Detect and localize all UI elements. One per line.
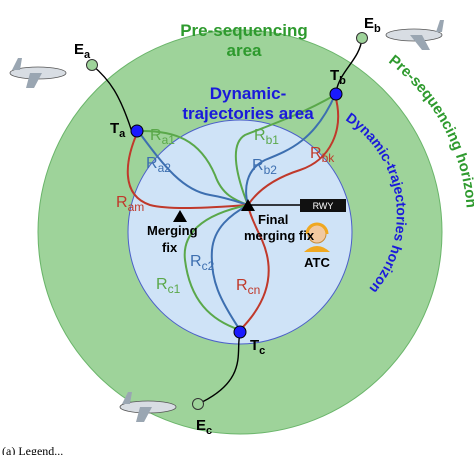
atc-label: ATC — [304, 255, 330, 270]
pre-sequencing-area-title-2: area — [227, 41, 263, 60]
route-c2 — [210, 204, 249, 331]
route-bk — [247, 94, 340, 206]
route-b2 — [245, 94, 336, 206]
transition-point-c — [233, 325, 247, 339]
entry-label-b: Eb — [364, 15, 381, 35]
runway-label: RWY — [313, 201, 334, 211]
transition-label-a: Ta — [110, 120, 126, 140]
runway — [300, 199, 346, 212]
dynamic-area-title: Dynamic- — [210, 84, 287, 103]
route-label-b2: Rb2 — [252, 157, 277, 177]
route-label-a1: Ra1 — [150, 127, 175, 147]
entry-point-b — [356, 32, 368, 44]
final-merging-fix-label-2: merging fix — [244, 228, 315, 243]
dynamic-trajectories-area — [127, 119, 353, 345]
route-cn — [239, 204, 270, 331]
route-a1 — [137, 129, 249, 206]
route-label-b1: Rb1 — [254, 127, 279, 147]
pre-sequencing-area-title: Pre-sequencing — [180, 21, 308, 40]
entry-link-c — [197, 333, 241, 405]
entry-point-c — [192, 398, 204, 410]
final-merging-fix-marker — [241, 199, 255, 211]
transition-label-b: Tb — [330, 67, 346, 87]
airplane-icon — [385, 20, 444, 50]
route-label-c2: Rc2 — [190, 253, 215, 273]
route-label-a2: Ra2 — [146, 155, 171, 175]
transition-label-c: Tc — [250, 337, 265, 357]
atc-icon — [304, 222, 330, 252]
entry-point-a — [86, 59, 98, 71]
airplane-icon — [119, 392, 177, 422]
route-label-bk: Rbk — [310, 145, 335, 165]
merging-fix-marker — [173, 210, 187, 222]
merging-fix-label: Merging — [147, 223, 198, 238]
dynamic-area-title-2: trajectories area — [182, 104, 314, 123]
transition-point-a — [130, 124, 144, 138]
merging-fix-label-2: fix — [162, 240, 178, 255]
route-b1 — [234, 94, 336, 206]
route-label-cn: Rcn — [236, 277, 260, 297]
caption-fragment: (a) Legend... — [2, 444, 63, 455]
final-merging-fix-label: Final — [258, 212, 288, 227]
entry-label-c: Ec — [196, 417, 212, 437]
entry-link-a — [91, 64, 133, 133]
transition-point-b — [329, 87, 343, 101]
route-a2 — [137, 130, 249, 206]
entry-label-a: Ea — [74, 41, 91, 61]
airplane-icon — [9, 58, 67, 88]
route-label-am: Ram — [116, 194, 144, 214]
route-am — [126, 130, 249, 210]
route-c1 — [183, 204, 249, 331]
route-label-c1: Rc1 — [156, 276, 181, 296]
